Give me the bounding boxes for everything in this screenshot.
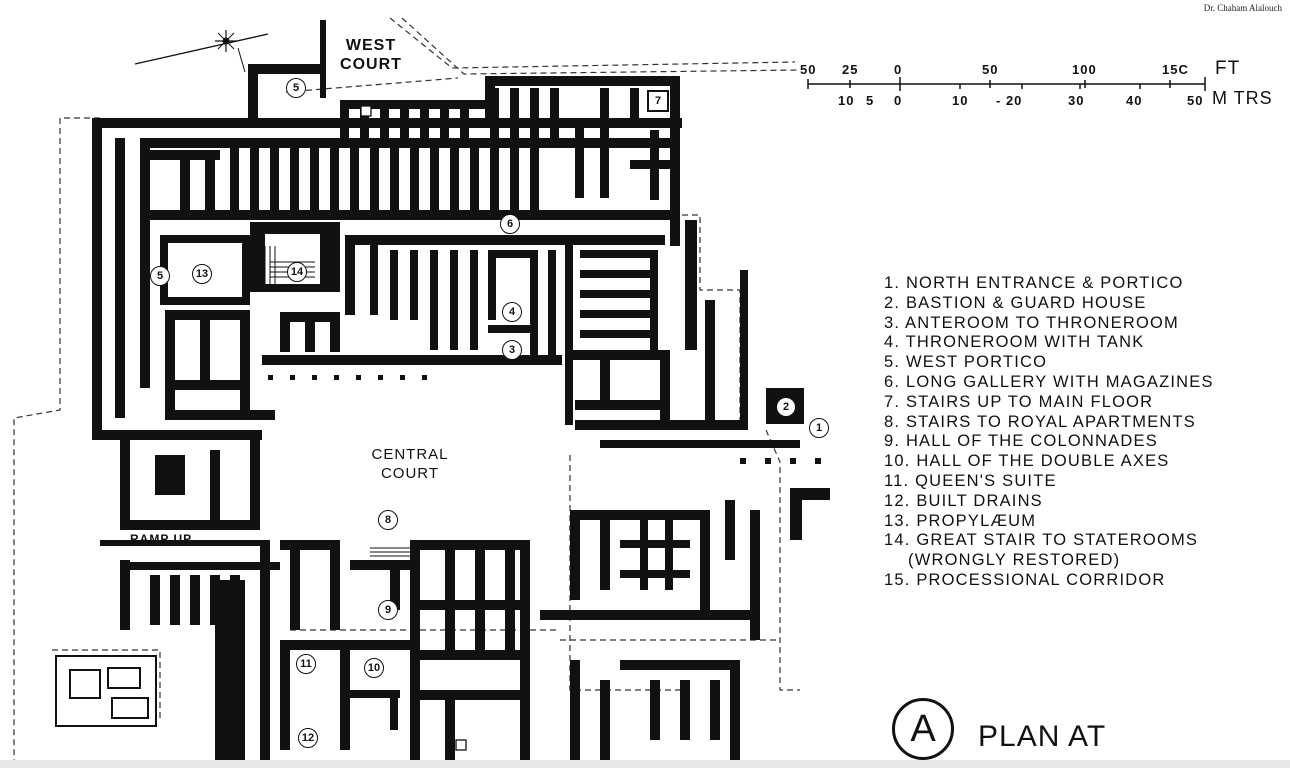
legend-item: 15. PROCESSIONAL CORRIDOR — [884, 570, 1166, 589]
scale-bar — [807, 77, 1206, 91]
plan-marker: 8 — [378, 510, 398, 530]
plan-marker: 13 — [192, 264, 212, 284]
plan-marker: 5 — [150, 266, 170, 286]
scale-feet-tick: 15C — [1162, 62, 1189, 77]
scale-metre-tick: 30 — [1068, 93, 1085, 108]
west-court-label: WEST COURT — [340, 37, 402, 73]
legend-item: 4. THRONEROOM WITH TANK — [884, 333, 1145, 352]
ramp-up-label: RAMP UP — [130, 532, 193, 546]
colonnade-dots — [92, 140, 821, 464]
legend-item: 13. PROPYLÆUM — [884, 511, 1037, 530]
legend-item: 11. QUEEN'S SUITE — [884, 471, 1057, 490]
legend-item: 5. WEST PORTICO — [884, 353, 1048, 372]
scale-metre-tick: 0 — [894, 93, 903, 108]
plan-marker: 5 — [286, 78, 306, 98]
scale-metre-tick: - 20 — [996, 93, 1023, 108]
legend-item: 1. NORTH ENTRANCE & PORTICO — [884, 274, 1184, 292]
legend-item: 9. HALL OF THE COLONNADES — [884, 432, 1158, 451]
outbuilding-southwest — [55, 655, 157, 727]
plan-legend: 1. NORTH ENTRANCE & PORTICO 2. BASTION &… — [884, 274, 1214, 591]
legend-item: 3. ANTEROOM TO THRONEROOM — [884, 313, 1179, 332]
scale-feet-unit: FT — [1215, 58, 1241, 79]
scale-metre-tick: 10 — [838, 93, 855, 108]
scale-feet-tick: 50 — [800, 62, 817, 77]
misc-marks — [360, 105, 467, 751]
scale-metre-unit: M TRS — [1212, 88, 1273, 108]
legend-item: 2. BASTION & GUARD HOUSE — [884, 293, 1147, 312]
plan-marker: 3 — [502, 340, 522, 360]
legend-item: 10. HALL OF THE DOUBLE AXES — [884, 452, 1170, 471]
plan-marker: 7 — [647, 90, 669, 112]
scale-feet-tick: 50 — [982, 62, 999, 77]
scale-feet-tick: 100 — [1072, 62, 1097, 77]
scale-feet-tick: 25 — [842, 62, 859, 77]
scale-metre-tick: 5 — [866, 93, 875, 108]
legend-item: (WRONGLY RESTORED) — [908, 551, 1121, 570]
plan-marker: 14 — [287, 262, 307, 282]
legend-item: 7. STAIRS UP TO MAIN FLOOR — [884, 392, 1154, 411]
compass-rose — [134, 30, 269, 73]
legend-item: 14. GREAT STAIR TO STATEROOMS — [884, 531, 1199, 550]
legend-item: 8. STAIRS TO ROYAL APARTMENTS — [884, 412, 1197, 431]
plan-badge: A — [892, 698, 954, 760]
plan-marker: 9 — [378, 600, 398, 620]
plan-marker: 12 — [298, 728, 318, 748]
plan-title: PLAN AT — [978, 720, 1107, 753]
plan-marker: 4 — [502, 302, 522, 322]
scale-metre-tick: 10 — [952, 93, 969, 108]
plan-marker: 2 — [776, 397, 796, 417]
plan-marker: 6 — [500, 214, 520, 234]
wall-masses — [92, 20, 830, 768]
central-court-label: CENTRAL COURT — [371, 446, 449, 482]
author-credit: Dr. Chaham Alalouch — [1203, 3, 1282, 13]
scale-feet-tick: 0 — [894, 62, 903, 77]
boundary-lines — [13, 17, 801, 760]
scale-metre-tick: 40 — [1126, 93, 1143, 108]
legend-item: 6. LONG GALLERY WITH MAGAZINES — [884, 372, 1214, 391]
plan-marker: 11 — [296, 654, 316, 674]
scale-metre-tick: 50 — [1187, 93, 1204, 108]
plan-marker: 10 — [364, 658, 384, 678]
bottom-strip — [0, 760, 1290, 768]
legend-item: 12. BUILT DRAINS — [884, 491, 1043, 510]
plan-marker: 1 — [809, 418, 829, 438]
